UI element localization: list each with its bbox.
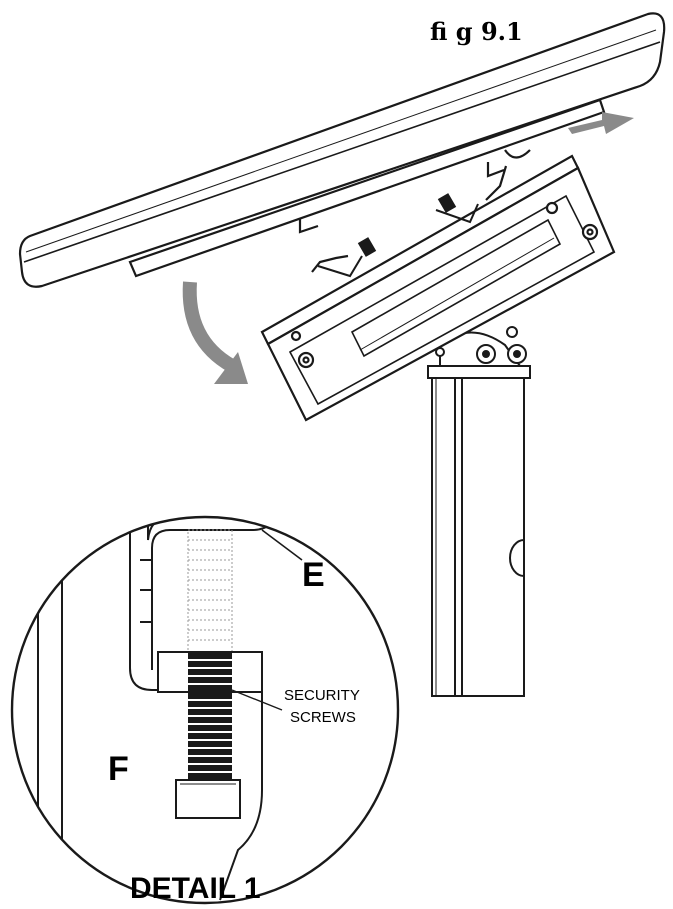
figure-title: fi g 9.1 [430, 17, 523, 46]
pivot-screws [435, 326, 527, 364]
screws-label-line2: SCREWS [290, 709, 356, 726]
detail-title: DETAIL 1 [130, 872, 261, 905]
thread-ghost [187, 529, 233, 653]
label-e: E [302, 556, 325, 594]
arrow-left-icon [568, 112, 634, 134]
security-clips [317, 193, 479, 278]
monitor-unit [18, 12, 666, 288]
support-pole [427, 331, 531, 697]
screws-label-line1: SECURITY [284, 687, 360, 704]
security-screw [157, 651, 263, 780]
mounting-bracket [260, 154, 616, 422]
leader-screws [231, 689, 283, 711]
label-f: F [108, 750, 129, 788]
leader-e [261, 529, 303, 561]
curved-arrow-down-icon [182, 281, 248, 384]
